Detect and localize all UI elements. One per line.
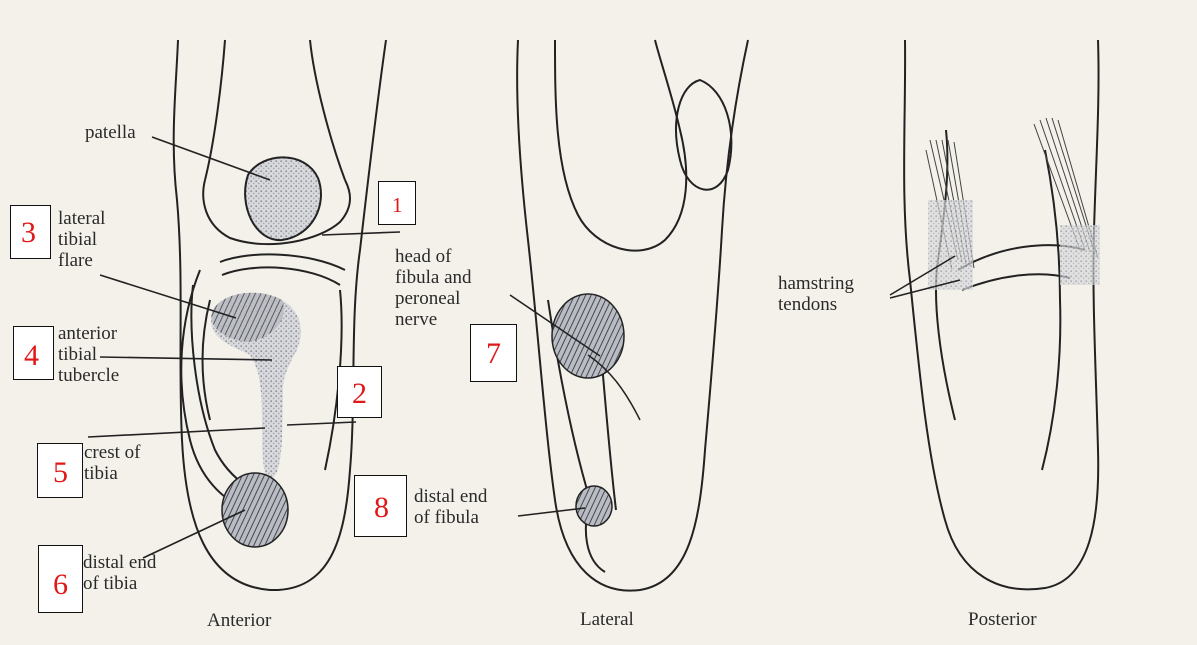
label-distal-end-of-fibula: distal end of fibula [414,486,487,528]
marker-number-3: 3 [21,218,36,248]
marker-number-1: 1 [392,195,403,216]
marker-number-6: 6 [53,570,68,600]
marker-box-1: 1 [378,181,416,225]
label-distal-end-of-tibia: distal end of tibia [83,552,156,594]
marker-number-4: 4 [24,341,39,371]
marker-box-7: 7 [470,324,517,382]
lateral-view-outline [517,40,748,591]
marker-number-2: 2 [352,379,367,409]
label-lateral-tibial-flare: lateral tibial flare [58,208,105,271]
marker-box-3: 3 [10,205,51,259]
caption-posterior: Posterior [968,609,1037,631]
distal-end-of-tibia [222,473,288,547]
marker-box-2: 2 [337,366,382,418]
marker-number-5: 5 [53,458,68,488]
marker-number-7: 7 [486,339,501,369]
hamstring-tendons [926,118,1100,290]
posterior-view-outline [904,40,1098,589]
tibial-tubercle-region [211,293,301,479]
patella [245,157,321,240]
label-crest-of-tibia: crest of tibia [84,442,140,484]
label-patella: patella [85,122,136,143]
marker-box-5: 5 [37,443,83,498]
distal-end-of-fibula [576,486,612,526]
marker-box-8: 8 [354,475,407,537]
label-anterior-tibial-tubercle: anterior tibial tubercle [58,323,119,386]
caption-anterior: Anterior [207,610,271,632]
marker-box-6: 6 [38,545,83,613]
marker-box-4: 4 [13,326,54,380]
caption-lateral: Lateral [580,609,634,631]
label-head-of-fibula: head of fibula and peroneal nerve [395,246,472,330]
label-hamstring-tendons: hamstring tendons [778,273,854,315]
marker-number-8: 8 [374,493,389,523]
